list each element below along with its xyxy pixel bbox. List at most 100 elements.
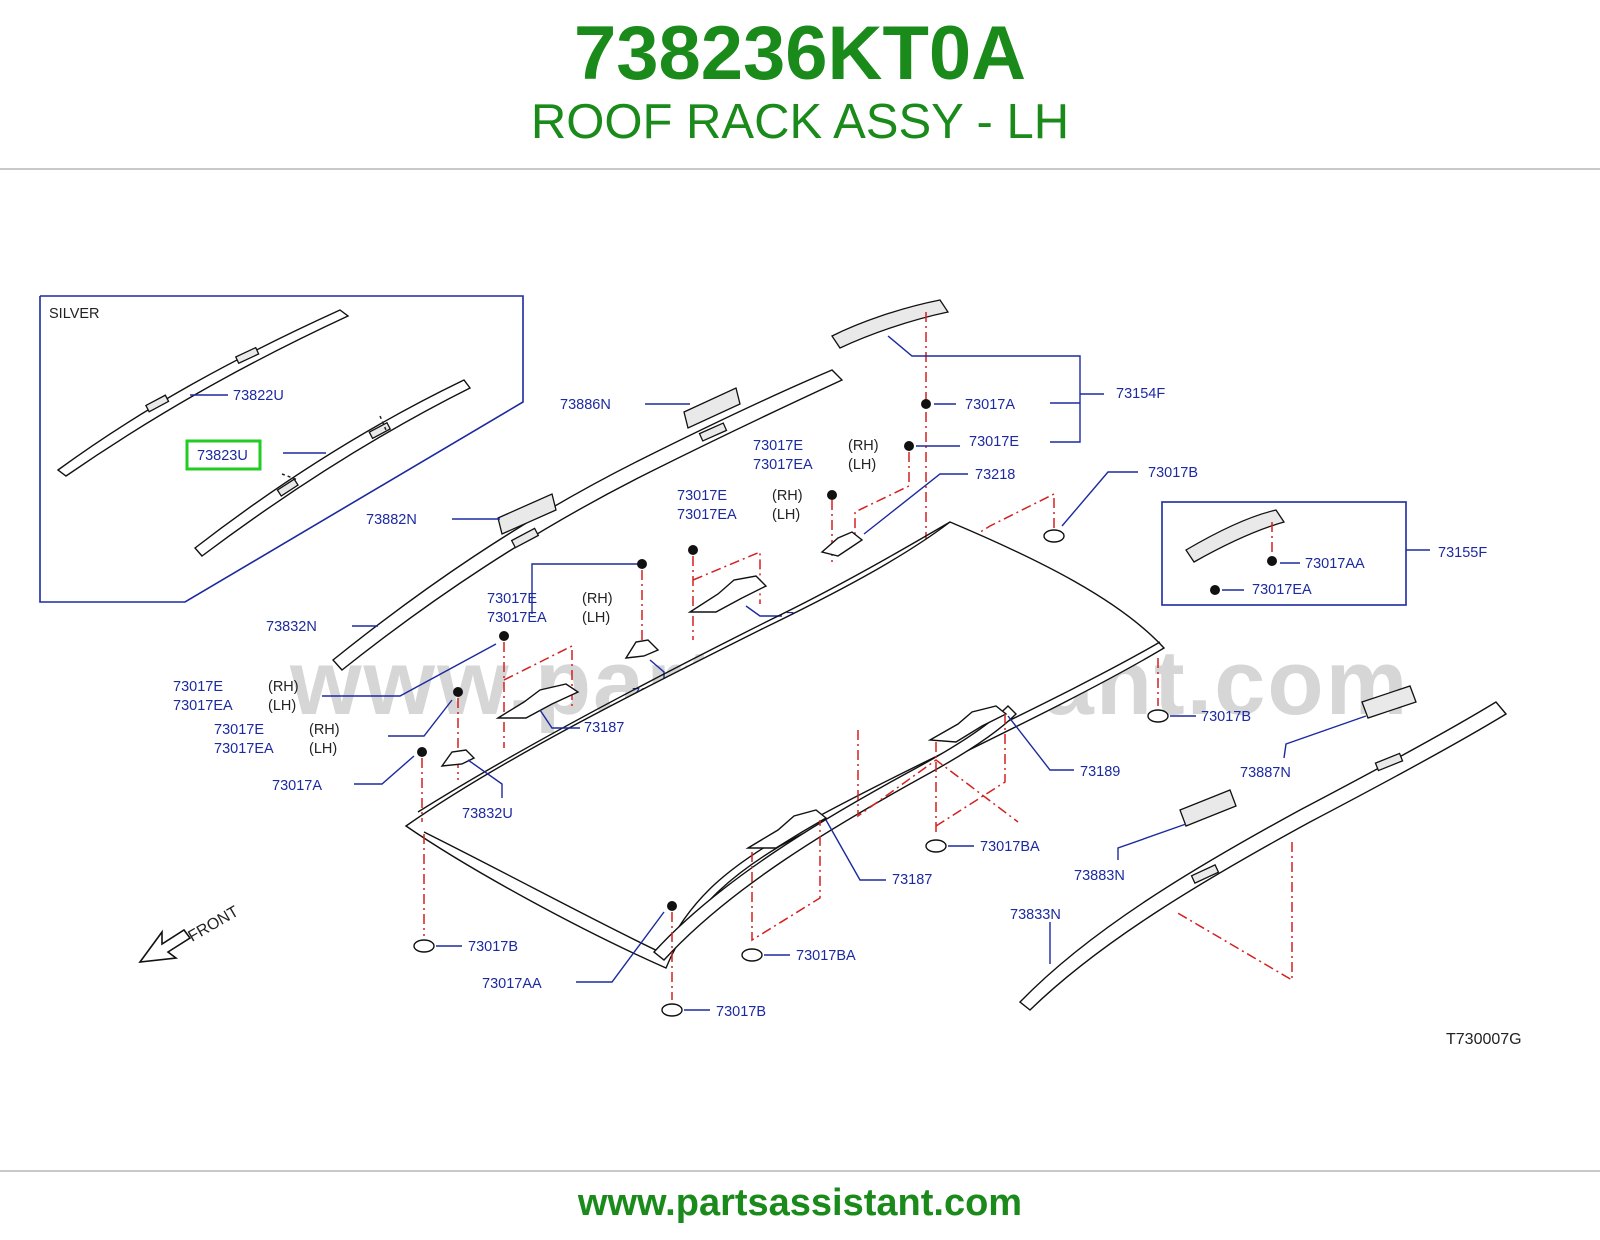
clip-icon xyxy=(1267,556,1277,566)
nut-icon xyxy=(1043,529,1065,543)
leader-line xyxy=(1283,715,1367,759)
part-name-subtitle: ROOF RACK ASSY - LH xyxy=(530,95,1070,149)
leader-line xyxy=(825,819,886,881)
front-arrow-icon xyxy=(138,928,192,963)
inset-box-73155F xyxy=(1161,501,1407,606)
label-73017EA-a[interactable]: 73017EA xyxy=(753,457,813,473)
label-73882N[interactable]: 73882N xyxy=(366,512,417,528)
label-73017E-a[interactable]: 73017E xyxy=(753,438,803,454)
rail-slot xyxy=(276,478,299,497)
clip-icon xyxy=(453,687,463,697)
nut-icon xyxy=(413,939,435,953)
label-73154F[interactable]: 73154F xyxy=(1116,386,1165,402)
label-73017E-c[interactable]: 73017E xyxy=(487,591,537,607)
roof-edge-lower xyxy=(423,641,1161,955)
label-rh-e: (RH) xyxy=(309,722,340,738)
label-73017BA-b[interactable]: 73017BA xyxy=(796,948,856,964)
nut-icon xyxy=(741,948,763,962)
leader-line xyxy=(887,335,1081,443)
label-73017AA-box[interactable]: 73017AA xyxy=(1305,556,1365,572)
leader-line xyxy=(1061,471,1138,527)
label-73017A-top[interactable]: 73017A xyxy=(965,397,1015,413)
label-73017AA-bottom[interactable]: 73017AA xyxy=(482,976,542,992)
label-73017EA-b[interactable]: 73017EA xyxy=(677,507,737,523)
label-73832U[interactable]: 73832U xyxy=(462,806,513,822)
label-73017E-d[interactable]: 73017E xyxy=(173,679,223,695)
label-73017A-left[interactable]: 73017A xyxy=(272,778,322,794)
label-73189-b[interactable]: 73189 xyxy=(1080,764,1120,780)
label-73883N[interactable]: 73883N xyxy=(1074,868,1125,884)
dash-line xyxy=(1175,842,1293,982)
label-rh-b: (RH) xyxy=(772,488,803,504)
label-73832N[interactable]: 73832N xyxy=(266,619,317,635)
cover-73154F xyxy=(831,299,950,349)
label-lh-a: (LH) xyxy=(848,457,876,473)
rail-73832N xyxy=(331,369,844,671)
front-label: FRONT xyxy=(186,903,242,945)
label-73017EA-c[interactable]: 73017EA xyxy=(487,610,547,626)
label-lh-e: (LH) xyxy=(309,741,337,757)
label-73823U[interactable]: 73823U xyxy=(197,448,248,464)
label-73017EA-d[interactable]: 73017EA xyxy=(173,698,233,714)
hidden-line xyxy=(281,473,299,481)
cover-73887N xyxy=(1361,685,1417,719)
label-lh-d: (LH) xyxy=(268,698,296,714)
label-73822U[interactable]: 73822U xyxy=(233,388,284,404)
label-73155F[interactable]: 73155F xyxy=(1438,545,1487,561)
label-73886N[interactable]: 73886N xyxy=(560,397,611,413)
bracket-73189-b xyxy=(927,705,1008,743)
label-rh-c: (RH) xyxy=(582,591,613,607)
header-divider xyxy=(0,168,1600,170)
label-73017B-right[interactable]: 73017B xyxy=(1201,709,1251,725)
label-73833N[interactable]: 73833N xyxy=(1010,907,1061,923)
leader-line xyxy=(863,473,968,535)
label-lh-b: (LH) xyxy=(772,507,800,523)
bracket-73187-a xyxy=(495,683,580,719)
inset-title: SILVER xyxy=(49,306,100,322)
footer-divider xyxy=(0,1170,1600,1172)
header: 738236KT0A ROOF RACK ASSY - LH xyxy=(0,0,1600,168)
rail-73823U xyxy=(193,379,472,557)
highlight-box-73823U xyxy=(185,439,262,471)
leader-line xyxy=(322,643,497,697)
cover-73882N xyxy=(497,493,557,535)
label-73017E-b[interactable]: 73017E xyxy=(677,488,727,504)
rail-slot xyxy=(510,527,540,549)
dash-line xyxy=(854,452,910,542)
label-73017B-bottom[interactable]: 73017B xyxy=(716,1004,766,1020)
label-73017BA-a[interactable]: 73017BA xyxy=(980,839,1040,855)
rail-slot xyxy=(145,394,170,413)
label-73187-a[interactable]: 73187 xyxy=(584,720,624,736)
label-lh-c: (LH) xyxy=(582,610,610,626)
label-73017E-top[interactable]: 73017E xyxy=(969,434,1019,450)
label-73887N[interactable]: 73887N xyxy=(1240,765,1291,781)
nut-icon xyxy=(925,839,947,853)
bracket-73832U xyxy=(440,749,476,767)
label-rh-a: (RH) xyxy=(848,438,879,454)
bracket-73190 xyxy=(624,639,660,659)
label-73017EA-box[interactable]: 73017EA xyxy=(1252,582,1312,598)
clip-icon xyxy=(417,747,427,757)
cover-73155F-part xyxy=(1185,509,1286,563)
label-73017E-e[interactable]: 73017E xyxy=(214,722,264,738)
leader-line xyxy=(576,911,665,983)
footer-url-link[interactable]: www.partsassistant.com xyxy=(577,1182,1023,1224)
rail-73822U xyxy=(56,309,350,477)
rail-73833N xyxy=(1018,701,1508,1011)
label-73017EA-e[interactable]: 73017EA xyxy=(214,741,274,757)
bracket-73218 xyxy=(820,531,864,557)
bracket-73189-a xyxy=(687,575,768,613)
label-73017B-left[interactable]: 73017B xyxy=(468,939,518,955)
rail-slot xyxy=(698,422,728,442)
label-rh-d: (RH) xyxy=(268,679,299,695)
dash-line xyxy=(935,714,1006,827)
clip-icon xyxy=(499,631,509,641)
clip-icon xyxy=(688,545,698,555)
rail-right-roof xyxy=(652,705,1017,961)
label-73187-b[interactable]: 73187 xyxy=(892,872,932,888)
label-73218[interactable]: 73218 xyxy=(975,467,1015,483)
clip-icon xyxy=(667,901,677,911)
dash-line xyxy=(857,730,1019,823)
label-73017B-top[interactable]: 73017B xyxy=(1148,465,1198,481)
